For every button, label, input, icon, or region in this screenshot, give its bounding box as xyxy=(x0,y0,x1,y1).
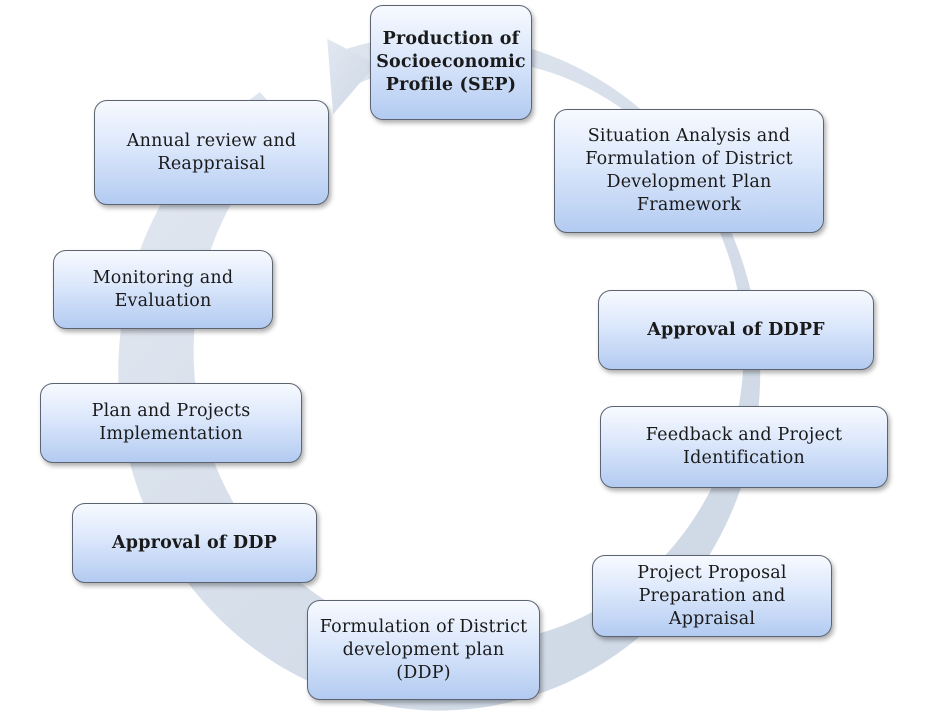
stage-label: Production of Socioeconomic Profile (SEP… xyxy=(376,29,526,95)
stage-label: Project Proposal Preparation and Apprais… xyxy=(637,562,787,629)
stage-label: Situation Analysis and Formulation of Di… xyxy=(585,126,793,215)
stage-approval-ddpf: Approval of DDPF xyxy=(598,290,874,370)
stage-label: Monitoring and Evaluation xyxy=(92,267,234,311)
stage-annual-review: Annual review and Reappraisal xyxy=(94,100,329,205)
stage-label: Annual review and Reappraisal xyxy=(126,130,297,174)
stage-formulation-ddp: Formulation of District development plan… xyxy=(307,600,540,700)
stage-project-proposal: Project Proposal Preparation and Apprais… xyxy=(592,555,832,637)
stage-monitoring-evaluation: Monitoring and Evaluation xyxy=(53,250,273,329)
stage-label: Approval of DDP xyxy=(112,532,277,553)
stage-implementation: Plan and Projects Implementation xyxy=(40,383,302,463)
stage-approval-ddp: Approval of DDP xyxy=(72,503,317,583)
stage-label: Formulation of District development plan… xyxy=(319,616,528,683)
stage-label: Approval of DDPF xyxy=(647,319,825,340)
stage-label: Feedback and Project Identification xyxy=(645,425,843,468)
stage-situation-analysis: Situation Analysis and Formulation of Di… xyxy=(554,109,824,233)
stage-production-sep: Production of Socioeconomic Profile (SEP… xyxy=(370,5,532,120)
stage-label: Plan and Projects Implementation xyxy=(91,401,251,444)
cycle-arrowhead xyxy=(327,38,376,115)
stage-feedback-identification: Feedback and Project Identification xyxy=(600,406,888,488)
